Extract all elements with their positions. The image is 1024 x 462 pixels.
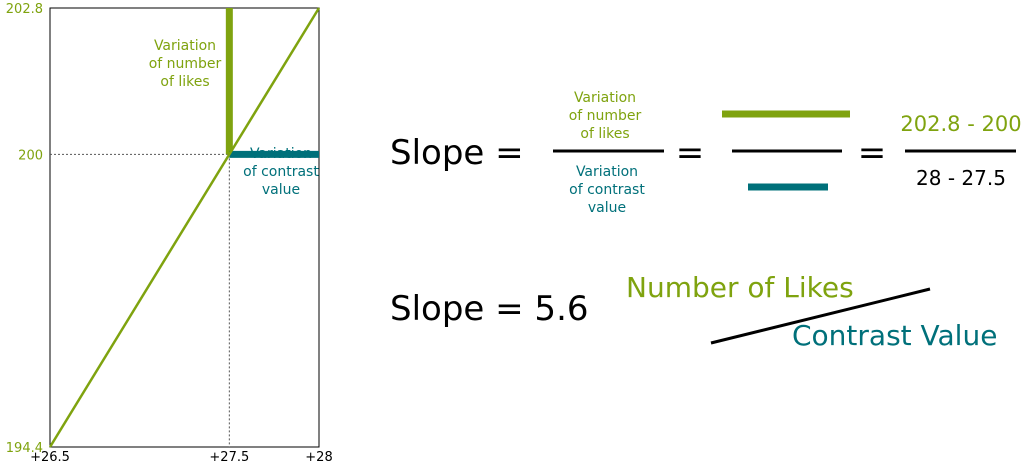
svg-text:of number: of number: [149, 56, 222, 72]
svg-text:value: value: [588, 200, 626, 216]
svg-text:Variation: Variation: [154, 38, 216, 54]
svg-text:of likes: of likes: [580, 126, 629, 142]
slope-result: Slope = 5.6: [390, 289, 589, 329]
fraction-bars: [722, 110, 850, 191]
fraction-values: 202.8 - 200 28 - 27.5: [900, 112, 1021, 190]
svg-text:Variation: Variation: [576, 164, 638, 180]
contrast-variation-label: Variation of contrast value: [243, 146, 319, 198]
plot-frame: [49, 7, 320, 448]
svg-text:of contrast: of contrast: [569, 182, 645, 198]
y-tick-label-bottom: 194.4: [6, 441, 43, 456]
y-tick-label-top: 202.8: [6, 2, 43, 17]
svg-text:Variation: Variation: [250, 146, 312, 162]
x-tick-label-middle: +27.5: [209, 450, 249, 462]
svg-text:value: value: [262, 182, 300, 198]
svg-text:of likes: of likes: [160, 74, 209, 90]
fraction-words: Variation of number of likes Variation o…: [553, 90, 664, 216]
x-tick-label-left: +26.5: [30, 450, 70, 462]
trend-line: [48, 7, 321, 448]
units-denominator: Contrast Value: [792, 319, 997, 352]
svg-text:of contrast: of contrast: [243, 164, 319, 180]
fraction-words-denominator: Variation of contrast value: [569, 164, 645, 216]
svg-text:of number: of number: [569, 108, 642, 124]
units-slash: [710, 287, 931, 345]
equals-sign-2: =: [858, 133, 887, 173]
value-numerator: 202.8 - 200: [900, 112, 1021, 136]
likes-variation-label: Variation of number of likes: [149, 38, 222, 90]
slope-lhs: Slope =: [390, 133, 524, 173]
value-denominator: 28 - 27.5: [916, 166, 1006, 190]
equals-sign-1: =: [676, 133, 705, 173]
svg-text:Variation: Variation: [574, 90, 636, 106]
y-tick-label-middle: 200: [18, 148, 43, 163]
units-numerator: Number of Likes: [626, 271, 854, 304]
x-tick-label-right: +28: [305, 450, 332, 462]
fraction-words-numerator: Variation of number of likes: [569, 90, 642, 142]
